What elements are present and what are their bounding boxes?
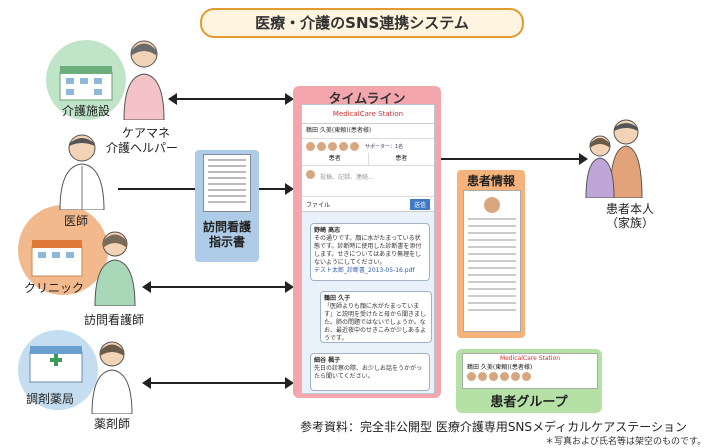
arrow-pharmacist	[142, 377, 294, 389]
compose-actions: ファイル 送信	[302, 197, 434, 212]
timeline-tabs: 患者 患者	[302, 153, 434, 166]
member-avatar[interactable]	[339, 141, 348, 151]
pharmacy-building-icon	[29, 346, 83, 383]
timeline-post-1: 野崎 高志 その通りです。顔に水がたまっている状態です。診断時に使用した診断書を…	[310, 223, 430, 281]
post-text: 先日の診察の際、お少しお話をうかがったら聞いてください。	[314, 365, 423, 380]
patient-info-heading: 患者情報	[466, 174, 515, 188]
member-avatar[interactable]	[350, 141, 359, 151]
doctor-person-icon	[59, 134, 105, 210]
timeline-app-brand: MedicalCare Station	[302, 105, 434, 124]
visit-nursing-instruction: 訪問看護 指示書	[195, 150, 259, 262]
diagram-title: 医療・介護のSNS連携システム	[200, 8, 524, 38]
member-avatar[interactable]	[328, 141, 337, 151]
member-avatar[interactable]	[306, 141, 315, 151]
timeline-member-faces: サポーター：1名	[302, 139, 434, 153]
timeline-heading: タイムライン	[328, 92, 406, 107]
visiting-nurse-label: 訪問看護師	[84, 313, 145, 327]
member-avatar[interactable]	[317, 141, 326, 151]
member-avatar[interactable]	[511, 372, 520, 381]
patient-info-screen	[463, 190, 521, 332]
pharmacist-person-icon	[91, 341, 133, 414]
visit-note-line2: 指示書	[208, 235, 245, 249]
post-author: 細谷 楓子	[314, 357, 341, 364]
group-app-brand: MedicalCare Station	[499, 355, 561, 362]
tab-patient-2[interactable]: 患者	[395, 155, 408, 162]
pharmacist-label: 薬剤師	[94, 417, 131, 431]
post-input-placeholder: 投稿、記録、連絡...	[320, 174, 374, 181]
member-avatar[interactable]	[478, 372, 487, 381]
compose-avatar	[306, 170, 315, 179]
clinic-label: クリニック	[24, 281, 85, 295]
timeline-panel: タイムライン MedicalCare Station 鶴田 久美(東頼)(患者様…	[293, 86, 441, 398]
post-author: 野崎 高志	[314, 227, 341, 234]
care-helper-label: 介護ヘルパー	[106, 141, 179, 155]
disclaimer-note: ＊写真および氏名等は架空のものです。	[545, 437, 707, 447]
timeline-post-2: 鶴田 久子 「医師よりも顔に水がたまっています」と説明を受けたと母から聞きました…	[320, 291, 432, 343]
tab-patient-1[interactable]: 患者	[302, 153, 369, 165]
patient-group-panel: MedicalCare Station 鶴田 久美(東頼)(患者様) 患者グルー…	[456, 349, 602, 413]
care-manager-label: ケアマネ	[122, 126, 171, 140]
patient-group-heading: 患者グループ	[490, 395, 568, 410]
post-author: 鶴田 久子	[324, 295, 351, 302]
instruction-document-icon	[203, 154, 251, 212]
patient-label: 患者本人 （家族）	[600, 202, 660, 230]
group-member-faces	[463, 372, 597, 381]
patient-label-line1: 患者本人	[605, 202, 654, 216]
doctor-label: 医師	[64, 214, 89, 228]
patient-photo	[484, 197, 500, 213]
patient-label-line2: （家族）	[605, 216, 654, 230]
supporter-label: サポーター：1名	[365, 143, 404, 150]
patient-info-panel: 患者情報	[457, 170, 525, 338]
post-attachment-link[interactable]: テスト太郎_診断書_2013-05-16.pdf	[314, 267, 415, 274]
member-avatar[interactable]	[489, 372, 498, 381]
member-avatar[interactable]	[500, 372, 509, 381]
group-patient-bar: 鶴田 久美(東頼)(患者様)	[467, 364, 533, 371]
timeline-post-3: 細谷 楓子 先日の診察の際、お少しお話をうかがったら聞いてください。	[310, 353, 430, 391]
visiting-nurse-person-icon	[94, 231, 136, 306]
timeline-patient-bar: 鶴田 久美(東頼)(患者様)	[302, 124, 434, 139]
arrow-nurse	[142, 281, 294, 293]
member-avatar[interactable]	[522, 372, 531, 381]
clinic-building-icon	[31, 240, 83, 277]
arrow-patient	[410, 153, 588, 165]
care-manager-person-icon	[123, 40, 165, 120]
care-facility-label: 介護施設	[62, 104, 111, 118]
timeline-screen: MedicalCare Station 鶴田 久美(東頼)(患者様) サポーター…	[301, 104, 435, 394]
patient-group-screen: MedicalCare Station 鶴田 久美(東頼)(患者様)	[462, 353, 598, 389]
arrow-care-facility	[168, 93, 294, 105]
send-button[interactable]: 送信	[409, 199, 430, 210]
patient-family-icon	[585, 119, 643, 198]
care-facility-building-icon	[59, 66, 113, 101]
post-text: 「医師よりも顔に水がたまっています」と説明を受けたと母から聞きました。肺の問題で…	[324, 303, 427, 342]
post-text: その通りです。顔に水がたまっている状態です。診断時に使用した診断書を添付します。…	[314, 235, 422, 266]
post-compose-area[interactable]: 投稿、記録、連絡...	[302, 166, 434, 197]
pharmacy-label: 調剤薬局	[26, 392, 75, 406]
visit-note-line1: 訪問看護	[202, 220, 251, 234]
visit-nursing-instruction-label: 訪問看護 指示書	[195, 220, 259, 250]
member-avatar[interactable]	[467, 372, 476, 381]
file-button[interactable]: ファイル	[306, 202, 331, 209]
reference-note: 参考資料：完全非公開型 医療介護専用SNSメディカルケアステーション	[300, 420, 687, 434]
